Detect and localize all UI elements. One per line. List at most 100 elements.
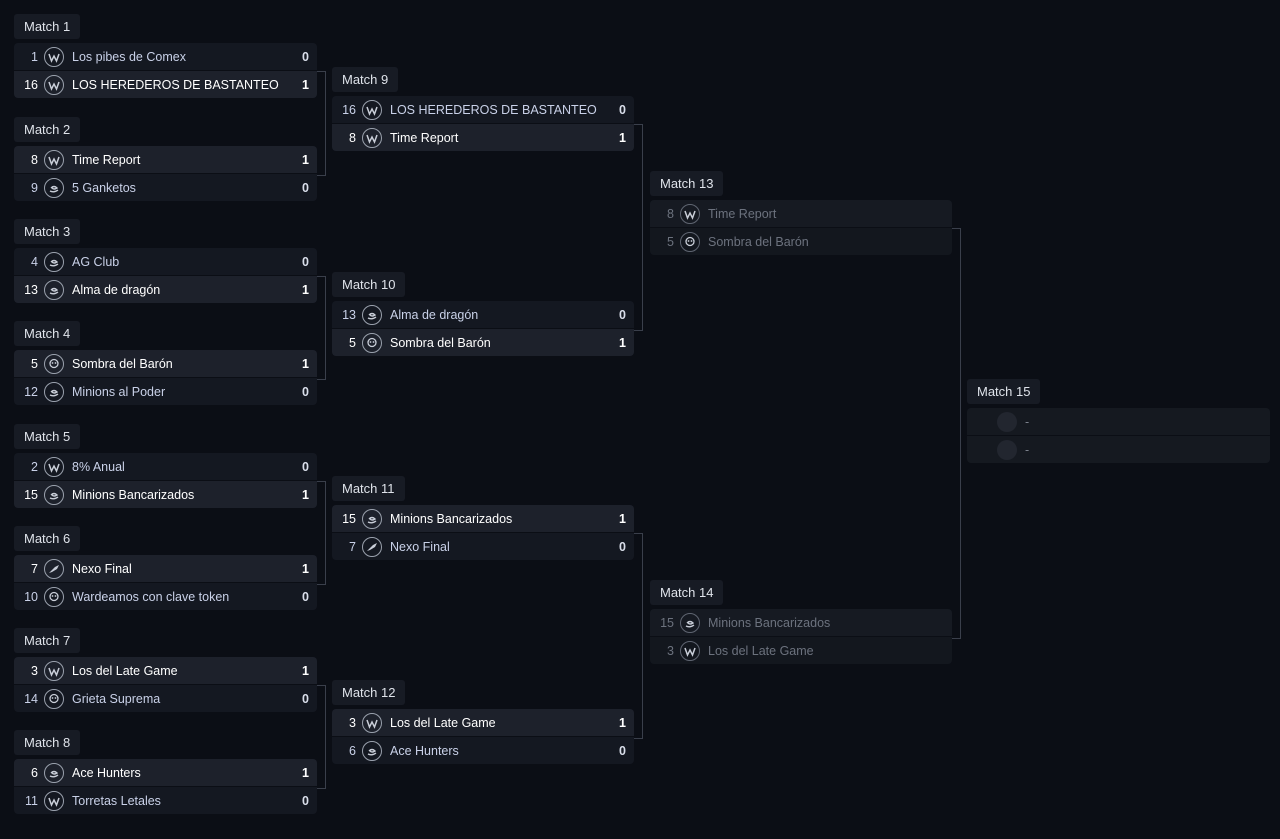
team-name: Alma de dragón: [390, 307, 479, 322]
team-seed: 4: [31, 254, 38, 269]
match-label: Match 14: [650, 580, 724, 605]
team-name: Los del Late Game: [708, 643, 814, 658]
wolf-logo-icon: [44, 660, 64, 681]
wolf-logo-icon: [362, 712, 382, 733]
team-score: 0: [302, 180, 309, 195]
bird-logo-icon: [362, 536, 382, 557]
team-seed: 15: [24, 487, 38, 502]
team-name: LOS HEREDEROS DE BASTANTEO: [72, 77, 279, 92]
team-row[interactable]: 3 Los del Late Game: [650, 637, 952, 664]
match-label: Match 2: [14, 117, 81, 142]
team-name: Los pibes de Comex: [72, 49, 186, 64]
wolf-logo-icon: [44, 149, 64, 170]
team-seed: 5: [667, 234, 674, 249]
skull-logo-icon: [44, 353, 64, 374]
bracket-connector: [952, 228, 961, 639]
team-name: 5 Ganketos: [72, 180, 136, 195]
team-name: Sombra del Barón: [708, 234, 809, 249]
team-name: Sombra del Barón: [390, 335, 491, 350]
team-name: Minions Bancarizados: [708, 615, 831, 630]
skull-logo-icon: [44, 688, 64, 709]
team-score: 1: [302, 561, 309, 576]
swirl-logo-icon: [362, 304, 382, 325]
skull-logo-icon: [44, 586, 64, 607]
match-label: Match 15: [967, 379, 1041, 404]
match-label: Match 10: [332, 272, 406, 297]
team-row[interactable]: 14 Grieta Suprema 0: [14, 685, 317, 712]
team-seed: 8: [349, 130, 356, 145]
team-row[interactable]: -: [967, 408, 1270, 435]
team-score: 0: [302, 793, 309, 808]
team-seed: 10: [24, 589, 38, 604]
team-seed: 3: [667, 643, 674, 658]
team-name: AG Club: [72, 254, 120, 269]
team-score: 0: [302, 691, 309, 706]
team-score: 0: [619, 102, 626, 117]
team-name: Los del Late Game: [390, 715, 496, 730]
team-seed: 6: [349, 743, 356, 758]
team-seed: 8: [667, 206, 674, 221]
wolf-logo-icon: [44, 790, 64, 811]
team-seed: 14: [24, 691, 38, 706]
wolf-logo-icon: [362, 99, 382, 120]
team-name: Time Report: [72, 152, 141, 167]
team-seed: 11: [25, 793, 38, 808]
team-score: 1: [619, 335, 626, 350]
team-row[interactable]: 5 Sombra del Barón: [650, 228, 952, 255]
team-score: 0: [619, 307, 626, 322]
bracket-connector: [634, 533, 643, 739]
match-label: Match 3: [14, 219, 81, 244]
team-row[interactable]: 8 Time Report: [650, 200, 952, 227]
team-row[interactable]: -: [967, 436, 1270, 463]
team-name: -: [1025, 414, 1030, 429]
match-label: Match 11: [332, 476, 405, 501]
wolf-logo-icon: [680, 203, 700, 224]
wolf-logo-icon: [362, 127, 382, 148]
team-name: Wardeamos con clave token: [72, 589, 230, 604]
swirl-logo-icon: [362, 740, 382, 761]
match-label: Match 8: [14, 730, 81, 755]
team-seed: 7: [31, 561, 38, 576]
wolf-logo-icon: [44, 46, 64, 67]
team-name: Grieta Suprema: [72, 691, 161, 706]
team-score: 1: [619, 130, 626, 145]
team-name: Minions Bancarizados: [72, 487, 195, 502]
team-seed: 3: [349, 715, 356, 730]
team-seed: 1: [31, 49, 38, 64]
team-score: 1: [619, 511, 626, 526]
team-score: 1: [302, 77, 309, 92]
team-name: 8% Anual: [72, 459, 125, 474]
team-score: 1: [302, 282, 309, 297]
bird-logo-icon: [44, 558, 64, 579]
team-score: 1: [302, 663, 309, 678]
match-label: Match 5: [14, 424, 81, 449]
wolf-logo-icon: [44, 456, 64, 477]
swirl-logo-icon: [680, 612, 700, 633]
team-name: Time Report: [708, 206, 777, 221]
